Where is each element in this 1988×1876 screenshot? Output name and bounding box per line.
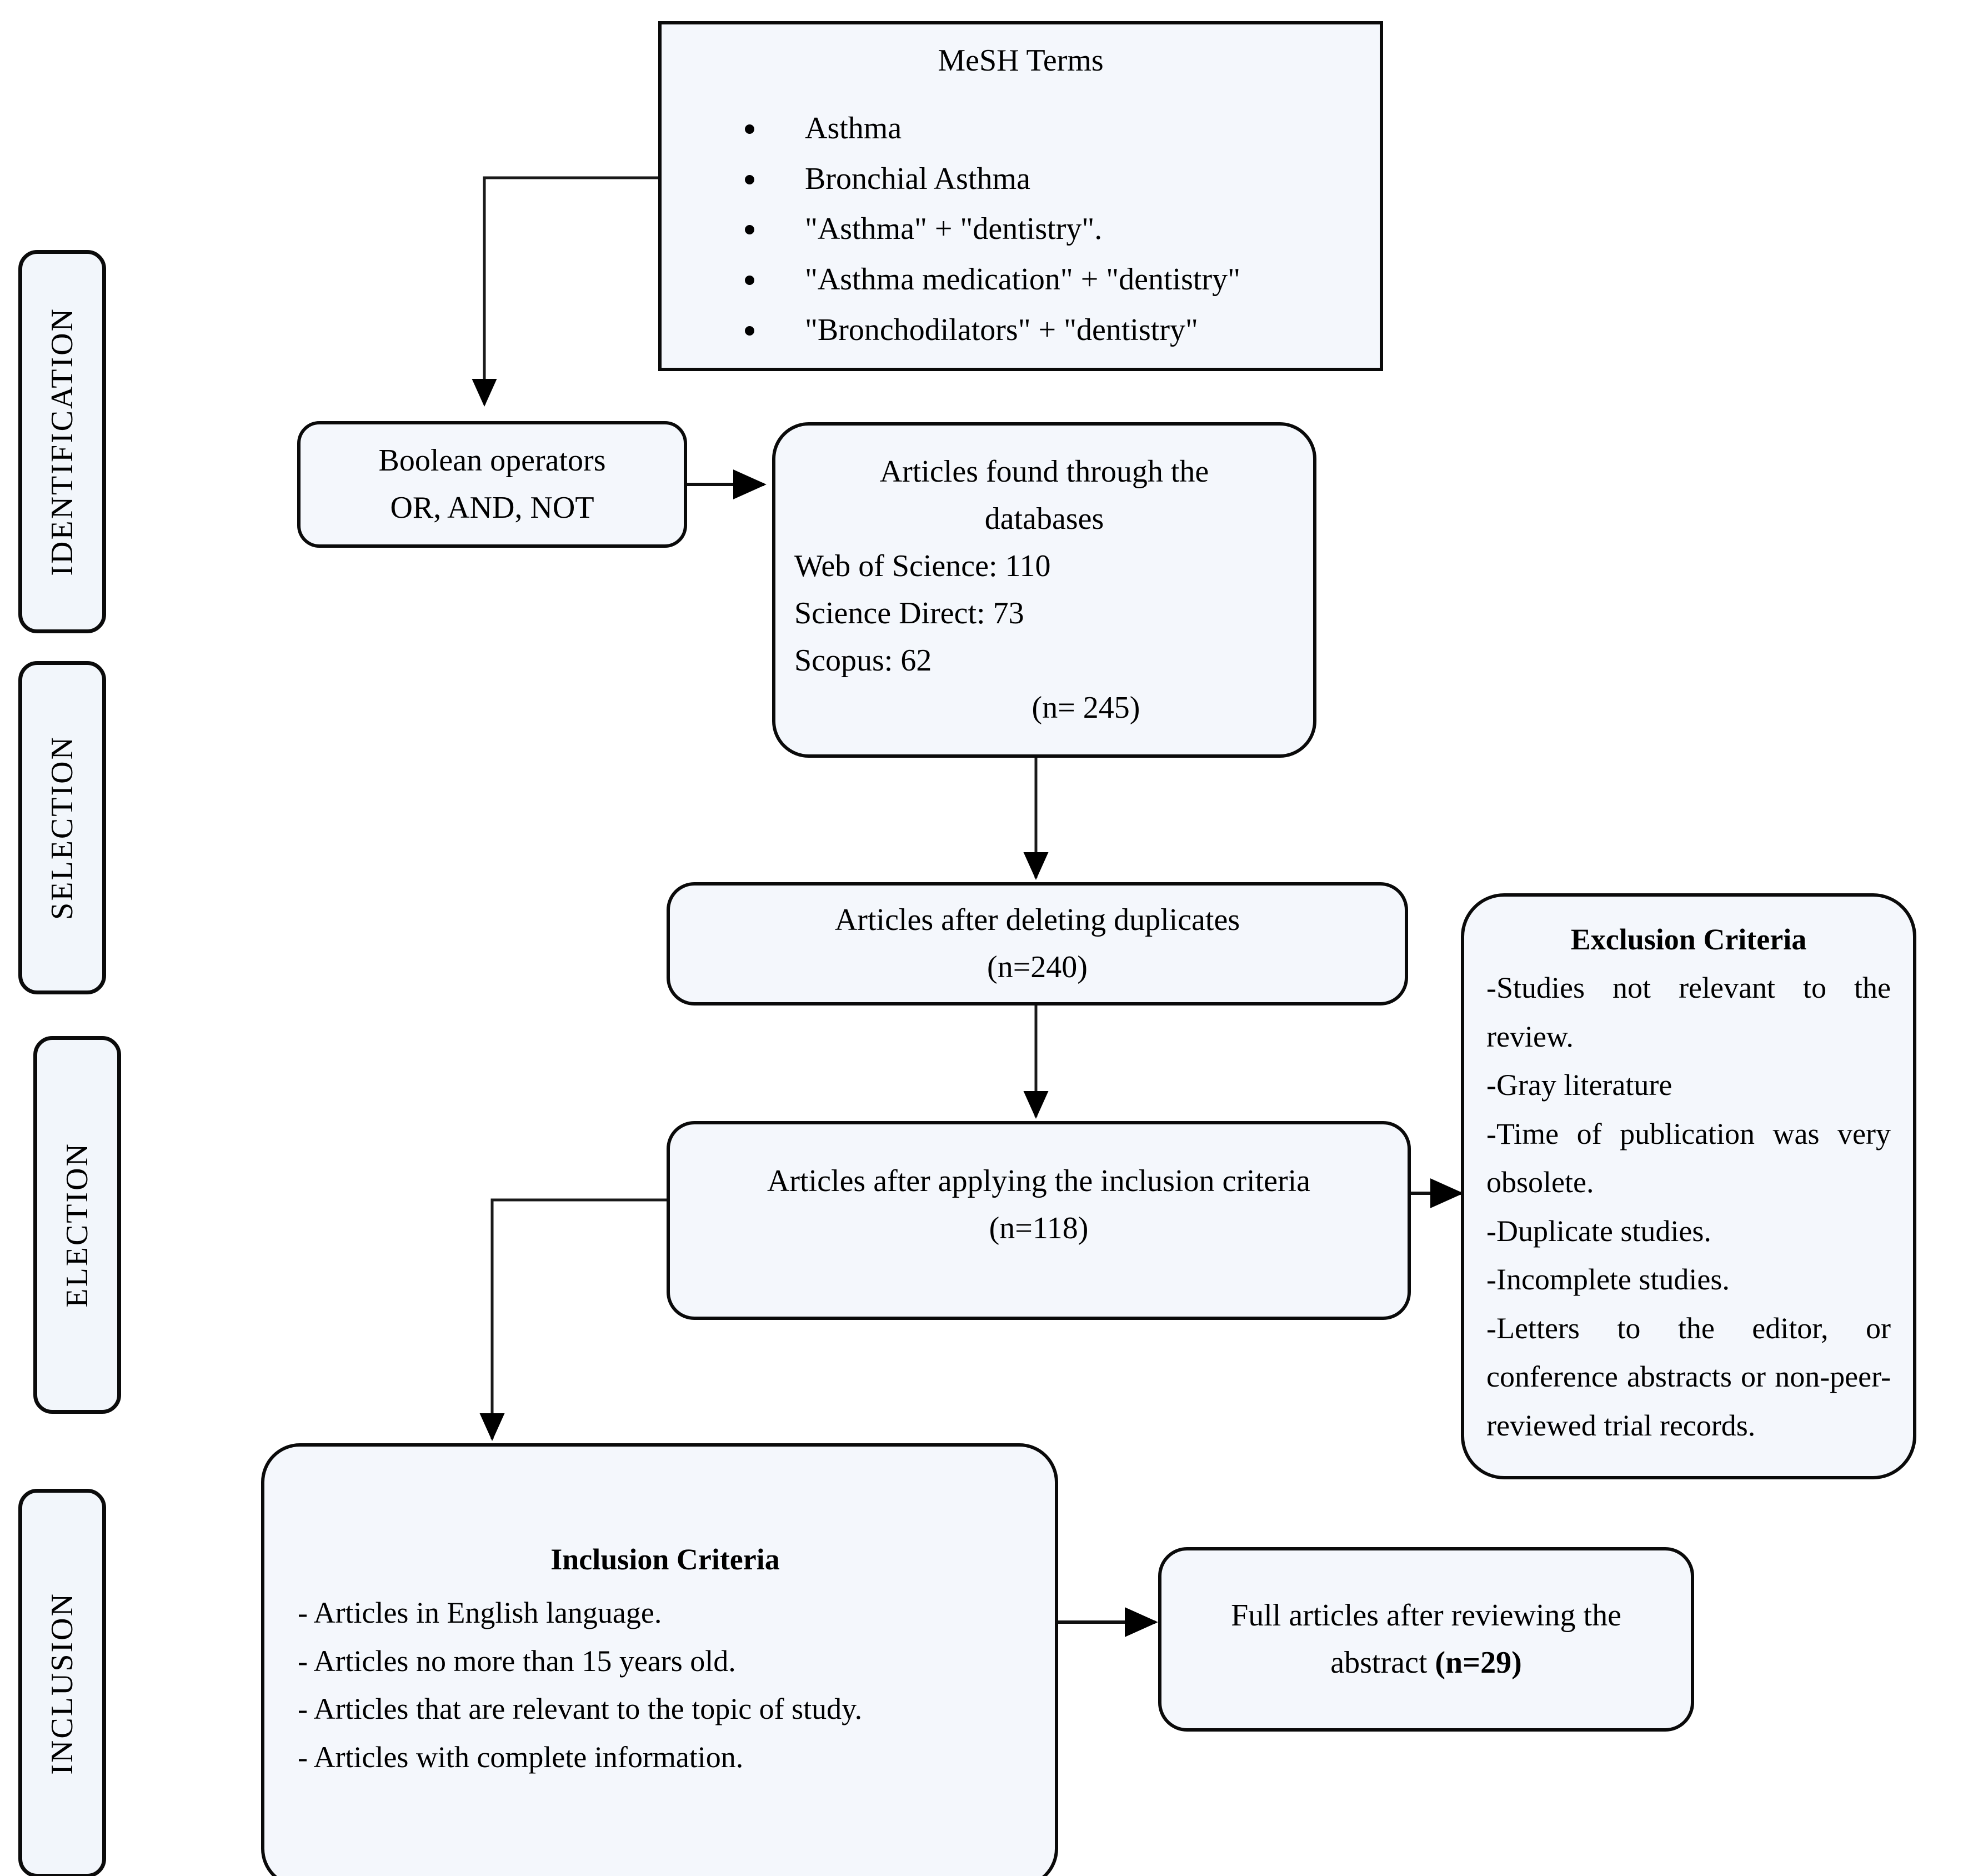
after-inclusion-criteria-box: Articles after applying the inclusion cr… bbox=[667, 1121, 1411, 1320]
mesh-term-text: Bronchial Asthma bbox=[805, 161, 1030, 196]
databases-results-text: Articles found through the databases Web… bbox=[775, 448, 1313, 732]
exclusion-criteria-item: -Letters to the editor, or conference ab… bbox=[1486, 1311, 1891, 1442]
stage-inclusion: INCLUSION bbox=[18, 1489, 106, 1876]
database-count-web-of-science: Web of Science: 110 bbox=[794, 548, 1051, 583]
inclusion-criteria-item: - Articles in English language. bbox=[298, 1596, 662, 1630]
exclusion-criteria-item: -Gray literature bbox=[1486, 1068, 1672, 1102]
after-inclusion-criteria-line-1: Articles after applying the inclusion cr… bbox=[767, 1163, 1311, 1198]
exclusion-criteria-heading: Exclusion Criteria bbox=[1570, 923, 1807, 956]
mesh-term-text: "Bronchodilators" + "dentistry" bbox=[805, 312, 1198, 347]
databases-total-count: (n= 245) bbox=[1031, 691, 1140, 726]
full-articles-count: (n=29) bbox=[1435, 1645, 1522, 1680]
mesh-terms-box: MeSH Terms Asthma Bronchial Asthma "Asth… bbox=[658, 21, 1383, 371]
database-count-science-direct: Science Direct: 73 bbox=[794, 596, 1024, 631]
stage-inclusion-label: INCLUSION bbox=[45, 1592, 79, 1775]
stage-identification: IDENTIFICATION bbox=[18, 250, 106, 633]
databases-results-box: Articles found through the databases Web… bbox=[772, 422, 1316, 758]
stage-election-label: ELECTION bbox=[60, 1142, 94, 1308]
after-inclusion-criteria-count: (n=118) bbox=[989, 1211, 1089, 1245]
mesh-term-text: Asthma bbox=[805, 111, 902, 146]
mesh-term-text: "Asthma medication" + "dentistry" bbox=[805, 262, 1240, 297]
mesh-term-text: "Asthma" + "dentistry". bbox=[805, 212, 1103, 247]
inclusion-criteria-box: Inclusion Criteria - Articles in English… bbox=[261, 1443, 1058, 1876]
after-duplicates-text: Articles after deleting duplicates (n=24… bbox=[670, 897, 1405, 991]
inclusion-criteria-heading: Inclusion Criteria bbox=[550, 1543, 780, 1576]
list-item: Asthma bbox=[745, 103, 1380, 154]
exclusion-criteria-content: Exclusion Criteria -Studies not relevant… bbox=[1464, 916, 1913, 1450]
after-duplicates-box: Articles after deleting duplicates (n=24… bbox=[667, 882, 1408, 1005]
connector-mesh-to-boolean bbox=[472, 176, 658, 407]
full-articles-box: Full articles after reviewing the abstra… bbox=[1158, 1547, 1694, 1732]
exclusion-criteria-box: Exclusion Criteria -Studies not relevant… bbox=[1461, 893, 1916, 1479]
exclusion-criteria-item: -Studies not relevant to the review. bbox=[1486, 971, 1891, 1053]
after-duplicates-line-1: Articles after deleting duplicates bbox=[834, 902, 1240, 937]
stage-identification-label: IDENTIFICATION bbox=[45, 307, 79, 576]
mesh-terms-title: MeSH Terms bbox=[938, 43, 1104, 78]
inclusion-criteria-item: - Articles no more than 15 years old. bbox=[298, 1644, 736, 1678]
boolean-operators-text: Boolean operators OR, AND, NOT bbox=[301, 437, 684, 532]
exclusion-criteria-item: -Incomplete studies. bbox=[1486, 1263, 1730, 1297]
exclusion-criteria-item: -Duplicate studies. bbox=[1486, 1214, 1711, 1248]
exclusion-criteria-item: -Time of publication was very obsolete. bbox=[1486, 1117, 1891, 1199]
database-count-scopus: Scopus: 62 bbox=[794, 643, 932, 678]
after-inclusion-criteria-text: Articles after applying the inclusion cr… bbox=[670, 1158, 1408, 1252]
full-articles-line-2: abstract (n=29) bbox=[1180, 1639, 1672, 1687]
stage-election: ELECTION bbox=[33, 1036, 121, 1414]
mesh-terms-list: Asthma Bronchial Asthma "Asthma" + "dent… bbox=[662, 103, 1380, 356]
inclusion-criteria-content: Inclusion Criteria - Articles in English… bbox=[264, 1535, 1055, 1781]
stage-selection: SELECTION bbox=[18, 661, 106, 994]
databases-title-line-1: Articles found through the bbox=[879, 454, 1209, 489]
stage-selection-label: SELECTION bbox=[45, 736, 79, 920]
after-duplicates-count: (n=240) bbox=[987, 950, 1088, 984]
boolean-operators-box: Boolean operators OR, AND, NOT bbox=[297, 421, 687, 548]
full-articles-line-1: Full articles after reviewing the bbox=[1231, 1598, 1621, 1633]
boolean-line-1: Boolean operators bbox=[378, 443, 606, 478]
boolean-line-2: OR, AND, NOT bbox=[390, 491, 594, 525]
list-item: "Bronchodilators" + "dentistry" bbox=[745, 305, 1380, 356]
connector-inclusion-applied-to-inclusion-criteria bbox=[479, 1198, 667, 1442]
inclusion-criteria-item: - Articles that are relevant to the topi… bbox=[298, 1692, 863, 1726]
inclusion-criteria-item: - Articles with complete information. bbox=[298, 1740, 744, 1774]
list-item: "Asthma" + "dentistry". bbox=[745, 204, 1380, 254]
list-item: Bronchial Asthma bbox=[745, 154, 1380, 204]
databases-title-line-2: databases bbox=[984, 501, 1104, 536]
full-articles-line-2-prefix: abstract bbox=[1330, 1645, 1435, 1680]
list-item: "Asthma medication" + "dentistry" bbox=[745, 254, 1380, 305]
full-articles-text: Full articles after reviewing the abstra… bbox=[1161, 1592, 1691, 1687]
